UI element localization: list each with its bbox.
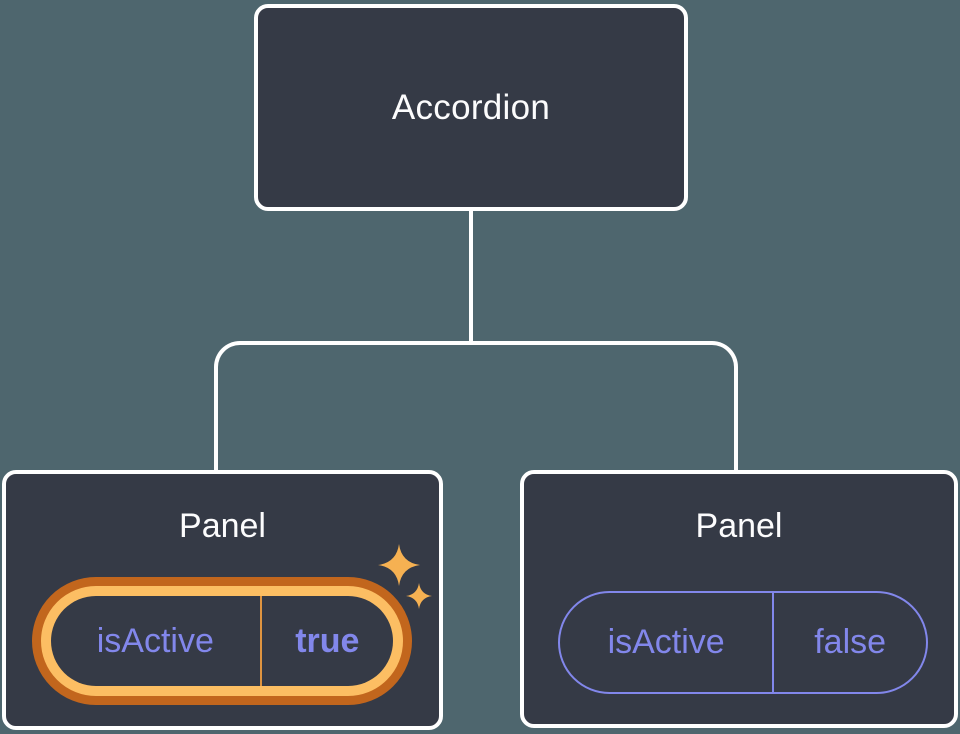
tree-connector-bracket [214,341,738,471]
pill-divider [772,593,775,692]
panel-node-inactive: Panel isActive false [520,470,958,728]
state-name: isActive [96,621,214,660]
panel-label: Panel [179,507,266,545]
panel-label: Panel [695,507,783,545]
state-value: true [295,621,360,660]
sparkles-icon [378,544,432,609]
state-pill-inactive: isActive false [558,591,928,694]
accordion-node: Accordion [254,4,688,211]
accordion-label: Accordion [391,87,551,127]
state-value: false [814,623,887,661]
pill-divider [259,596,262,686]
state-name: isActive [607,623,725,661]
state-pill-active-inner: isActive true [51,596,393,686]
state-pill-active: isActive true [32,577,412,705]
panel-node-active: Panel isActive true [2,470,443,730]
tree-connector-stem [469,209,473,345]
